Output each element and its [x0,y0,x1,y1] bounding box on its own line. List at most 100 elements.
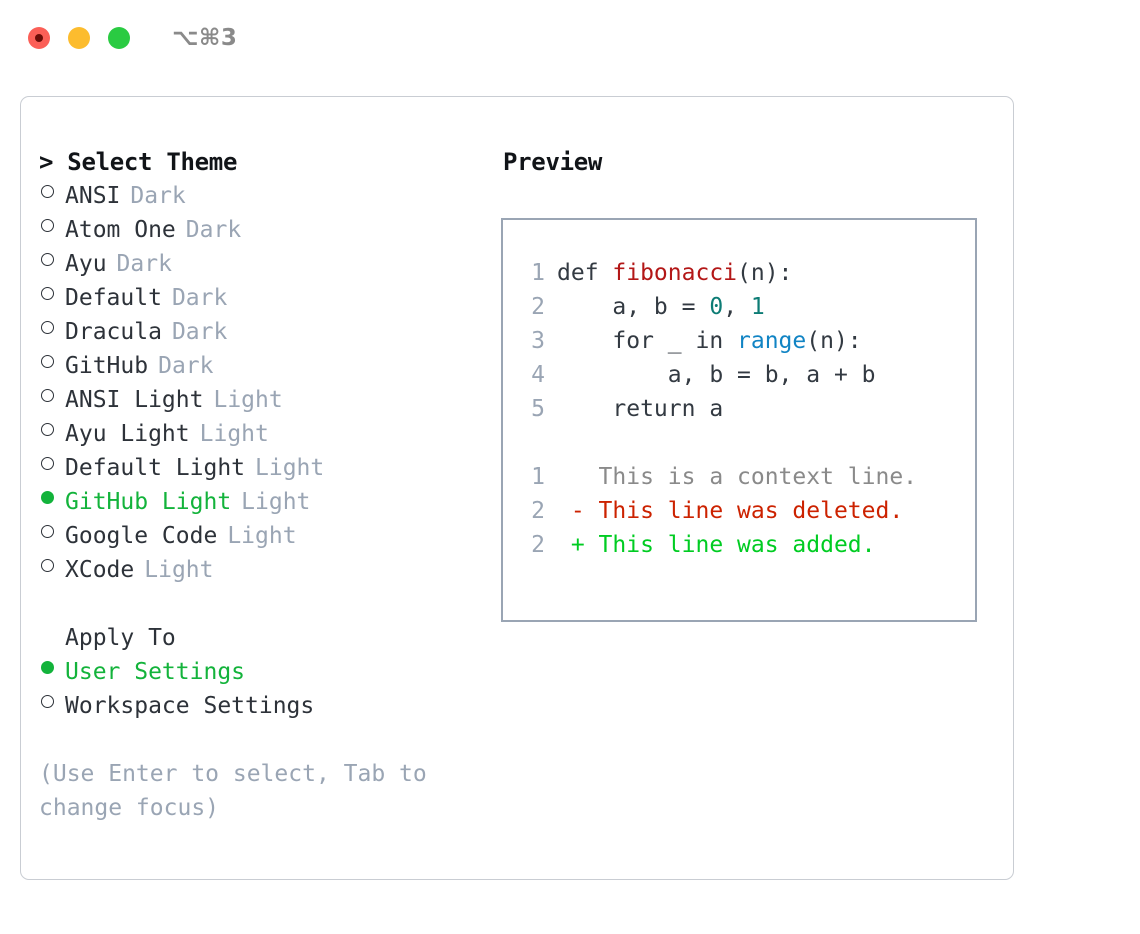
apply-to-title: Apply To [65,625,176,651]
variant-badge: Dark [185,217,242,243]
code-token: fibonacci [612,260,738,286]
line-number: 4 [531,362,545,388]
theme-list-item[interactable]: ANSI Dark [39,179,501,213]
option-label: XCode [65,557,135,583]
line-number: 1 [531,464,545,490]
option-label: Google Code [65,523,218,549]
option-label: Dracula [65,319,162,345]
variant-badge: Light [213,387,283,413]
variant-badge: Dark [158,353,214,379]
option-label: Default [65,285,162,311]
line-number: 2 [531,498,545,524]
variant-badge: Light [255,455,325,481]
bullet-glyph [41,287,54,300]
theme-list-item[interactable]: GitHub Dark [39,349,501,383]
code-line: 3 for _ in range(n): [521,324,975,358]
select-theme-header: > Select Theme [39,148,238,176]
theme-list-item[interactable]: Dracula Dark [39,315,501,349]
line-number: 3 [531,328,545,354]
option-label: ANSI [65,183,121,209]
theme-list-item[interactable]: ANSI Light Light [39,383,501,417]
variant-badge: Dark [130,183,186,209]
bullet-glyph [41,661,54,674]
code-line: 1 def fibonacci(n): [521,256,975,290]
option-label: Atom One [65,217,176,243]
keyboard-hint: (Use Enter to select, Tab to change focu… [39,761,427,821]
line-number: 2 [531,532,545,558]
code-line: 5 return a [521,392,975,426]
theme-list-item[interactable]: GitHub Light Light [39,485,501,519]
theme-list-item[interactable]: Google Code Light [39,519,501,553]
code-token: , [723,294,751,320]
traffic-lights [28,27,130,49]
code-token: a, b = [557,294,710,320]
zoom-button[interactable] [108,27,130,49]
variant-badge: Dark [171,319,228,345]
diff-line: 2 + This line was added. [521,528,975,562]
diff-text: This is a context line. [557,464,918,490]
line-number: 1 [531,260,545,286]
code-token: 1 [750,294,765,320]
code-token: a, b = b, a + b [557,362,876,388]
bullet-glyph [41,185,54,198]
option-label: GitHub [65,353,149,379]
bullet-glyph [41,253,54,266]
apply-to-option[interactable]: User Settings [39,655,501,689]
variant-badge: Light [144,557,214,583]
line-number: 5 [531,396,545,422]
theme-list-item[interactable]: Atom One Dark [39,213,501,247]
variant-badge: Dark [116,251,172,277]
option-label: Workspace Settings [65,693,315,719]
bullet-glyph [41,559,54,572]
bullet-glyph [41,321,54,334]
option-label: GitHub Light [65,489,232,515]
diff-line: 1 This is a context line. [521,460,975,494]
option-label: Ayu Light [65,421,190,447]
theme-list-item[interactable]: Default Dark [39,281,501,315]
option-label: ANSI Light [65,387,204,413]
theme-list-item[interactable]: Default Light Light [39,451,501,485]
bullet-glyph [41,695,54,708]
bullet-glyph [41,457,54,470]
apply-to-option[interactable]: Workspace Settings [39,689,501,723]
option-label: Default Light [65,455,246,481]
close-button[interactable] [28,27,50,49]
minimize-button[interactable] [68,27,90,49]
bullet-glyph [41,491,54,504]
code-line: 4 a, b = b, a + b [521,358,975,392]
diff-text: - This line was deleted. [557,498,904,524]
theme-list-item[interactable]: Ayu Dark [39,247,501,281]
preview-gap [521,426,975,460]
bullet-glyph [41,355,54,368]
diff-sample: 1 This is a context line.2 - This line w… [521,460,975,562]
code-line: 2 a, b = 0, 1 [521,290,975,324]
variant-badge: Light [227,523,297,549]
code-token: range [737,328,807,354]
diff-text: + This line was added. [557,532,876,558]
variant-badge: Dark [171,285,228,311]
code-token: return a [557,396,724,422]
bullet-glyph [41,525,54,538]
diff-line: 2 - This line was deleted. [521,494,975,528]
list-spacer [39,587,501,621]
option-label: User Settings [65,659,246,685]
preview-header: Preview [503,148,603,176]
bullet-glyph [41,423,54,436]
code-token: (n): [737,260,793,286]
bullet-glyph [41,219,54,232]
option-label: Ayu [65,251,107,277]
code-token: 0 [709,294,724,320]
variant-badge: Light [241,489,311,515]
window-titlebar: ⌥⌘3 [0,0,1140,76]
theme-list-item[interactable]: XCode Light [39,553,501,587]
code-token: def [557,260,613,286]
bullet-glyph [41,389,54,402]
